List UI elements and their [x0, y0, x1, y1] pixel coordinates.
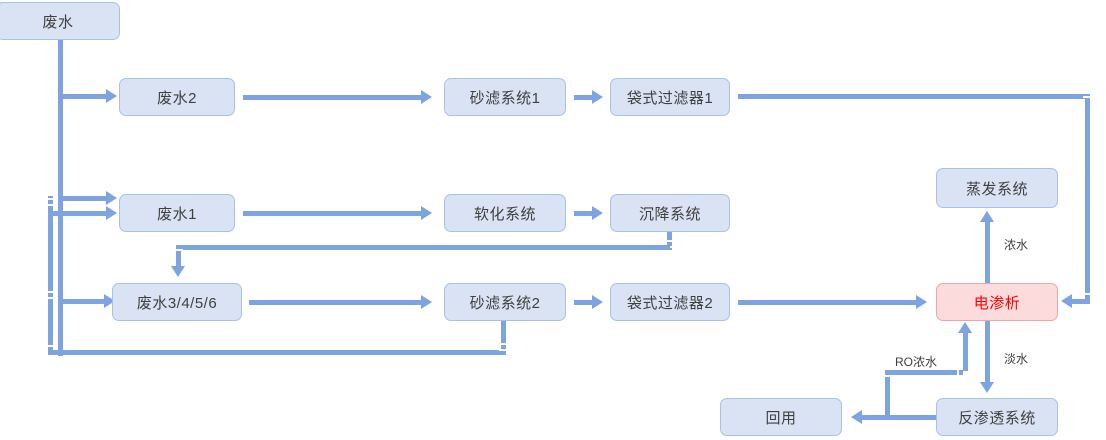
node-bag-filter-2[interactable]: 袋式过滤器2: [610, 283, 730, 321]
connector-sand1-to-bag1: [574, 95, 594, 100]
node-sand-filter-2[interactable]: 砂滤系统2: [444, 283, 566, 321]
arrowhead-sand2-to-bag2: [592, 295, 603, 309]
arrowhead-fs2-to-sand1: [421, 90, 432, 104]
arrowhead-settle-to-fs3456: [171, 266, 185, 277]
connector-return-bottom-run: [48, 350, 506, 355]
connector-ed-to-ro: [985, 321, 990, 383]
node-evaporation-system[interactable]: 蒸发系统: [936, 168, 1058, 208]
edge-label-freshwater: 淡水: [1002, 350, 1031, 367]
connector-fs3456-to-sand2: [249, 300, 423, 305]
node-wastewater[interactable]: 废水: [0, 2, 120, 40]
node-reverse-osmosis-system[interactable]: 反渗透系统: [936, 398, 1058, 436]
arrowhead-return-to-fs1: [106, 206, 117, 220]
node-wastewater-3456[interactable]: 废水3/4/5/6: [112, 283, 242, 321]
node-reuse[interactable]: 回用: [720, 398, 842, 436]
connector-ro-brine-run: [885, 370, 965, 375]
connector-return-right-riser: [501, 321, 506, 353]
notch-return-riser-b: [46, 204, 55, 206]
notch-return-riser-a: [46, 198, 55, 200]
arrowhead-sand1-to-bag1: [592, 90, 603, 104]
arrowhead-ro-brine-to-ed: [958, 322, 972, 333]
edge-label-ro-brine: RO浓水: [893, 353, 940, 370]
connector-sand2-to-bag2: [574, 300, 594, 305]
connector-fs2-to-sand1: [243, 95, 423, 100]
arrowhead-fs-to-fs2: [106, 89, 117, 103]
node-sand-filter-1[interactable]: 砂滤系统1: [444, 78, 566, 116]
connector-fs-to-fs3456: [58, 299, 106, 304]
connector-bag2-to-ed: [738, 300, 918, 305]
connector-ro-brine-riser: [885, 370, 890, 418]
notch-return-riser-d: [46, 297, 55, 299]
connector-fs1-to-soft: [243, 211, 423, 216]
notch-right-rail-top-b: [1083, 96, 1092, 98]
node-settling-system[interactable]: 沉降系统: [610, 194, 730, 232]
arrowhead-rail-to-ed: [1061, 294, 1072, 308]
edge-label-brine: 浓水: [1002, 236, 1031, 253]
node-softening-system[interactable]: 软化系统: [444, 194, 566, 232]
arrowhead-fs3456-to-sand2: [421, 295, 432, 309]
connector-return-to-fs1: [48, 211, 108, 216]
arrowhead-bag2-to-ed: [916, 295, 927, 309]
connector-rail-to-ed: [1072, 299, 1090, 304]
connector-right-rail: [1085, 94, 1090, 301]
notch-return-riser-e: [46, 345, 55, 347]
connector-ed-to-evap: [985, 222, 990, 284]
node-electrodialysis[interactable]: 电渗析: [936, 283, 1058, 321]
node-bag-filter-1[interactable]: 袋式过滤器1: [610, 78, 730, 116]
notch-right-rail-top-a: [1083, 90, 1092, 92]
connector-return-left-riser: [48, 196, 53, 354]
notch-ro-brine-c: [957, 368, 959, 377]
arrowhead-ed-to-ro: [980, 382, 994, 393]
connector-ro-to-reuse: [862, 415, 938, 420]
notch-settle-corner-b: [174, 249, 183, 251]
notch-ro-brine-d: [963, 368, 965, 377]
arrowhead-soft-to-settle: [592, 206, 603, 220]
connector-fs-to-fs2: [58, 94, 108, 99]
notch-return-right-a: [499, 343, 508, 345]
arrowhead-fs1-to-soft: [421, 206, 432, 220]
notch-return-right-b: [499, 349, 508, 351]
connector-settle-run-left: [178, 245, 670, 250]
arrowhead-ed-to-evap: [980, 211, 994, 222]
notch-ro-brine-b: [883, 375, 892, 377]
arrowhead-fs-to-fs1: [106, 191, 117, 205]
connector-ro-brine-to-ed: [963, 333, 968, 371]
node-wastewater-2[interactable]: 废水2: [119, 78, 235, 116]
notch-settle-corner-a: [174, 243, 183, 245]
connector-fs-to-fs1: [58, 196, 108, 201]
notch-return-riser-c: [46, 291, 55, 293]
notch-right-rail-bot-a: [1083, 293, 1092, 295]
connector-settle-down-to-fs3456: [176, 245, 181, 267]
arrowhead-ro-to-reuse: [851, 410, 862, 424]
connector-bag1-to-rail: [738, 94, 1090, 99]
connector-soft-to-settle: [574, 211, 594, 216]
node-wastewater-1[interactable]: 废水1: [119, 194, 235, 232]
notch-settle-drop-a: [665, 240, 674, 242]
arrowhead-fs-to-fs3456: [104, 294, 115, 308]
